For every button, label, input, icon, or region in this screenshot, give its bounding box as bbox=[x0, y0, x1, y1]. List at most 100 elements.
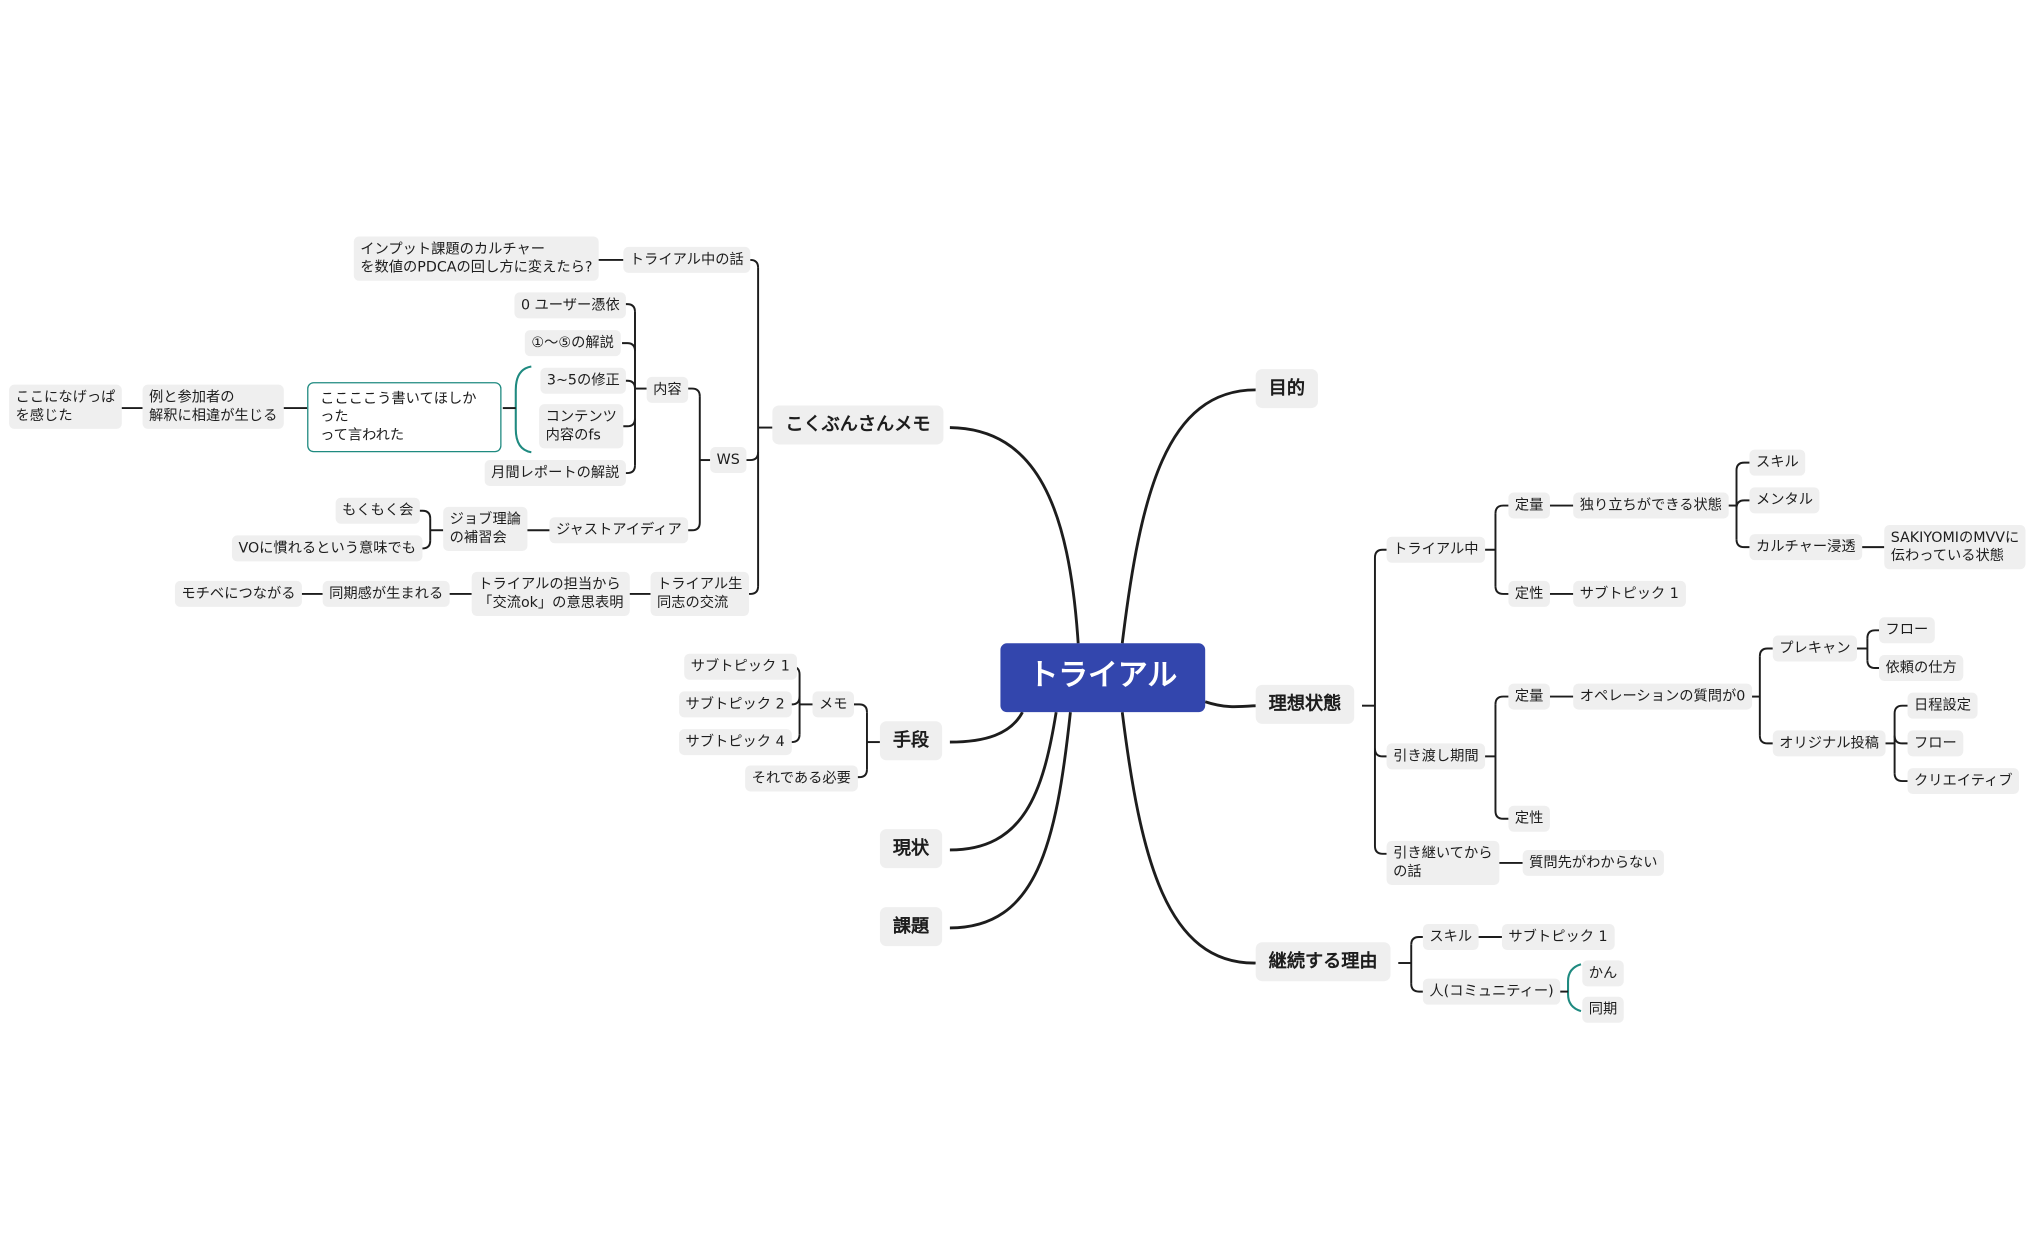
link-kokubun-leg-1 bbox=[746, 452, 760, 462]
link-naiyo-leg-4 bbox=[622, 465, 636, 475]
branch-mokuteki bbox=[1120, 388, 1256, 644]
branch-kadai bbox=[949, 712, 1072, 930]
topic-keizoku[interactable]: 継続する理由 bbox=[1255, 942, 1391, 982]
node-hikiwatashi[interactable]: 引き渡し期間 bbox=[1386, 743, 1486, 770]
link-operation-leg-0 bbox=[1758, 647, 1773, 657]
node-precan[interactable]: プレキャン bbox=[1772, 635, 1858, 662]
node-exchange[interactable]: トライアル生 同志の交流 bbox=[650, 571, 749, 617]
node-hitoridachi[interactable]: 独り立ちができる状態 bbox=[1573, 492, 1729, 519]
node-naiyo-item-2[interactable]: 3~5の修正 bbox=[540, 367, 627, 394]
node-input-kadai[interactable]: インプット課題のカルチャー を数値のPDCAの回し方に変えたら? bbox=[353, 236, 599, 281]
link-hitoridachi-leg-2 bbox=[1735, 539, 1750, 549]
link-hikiwatashi-leg-0 bbox=[1494, 695, 1509, 705]
node-mokumoku[interactable]: もくもく会 bbox=[335, 497, 420, 524]
node-memo[interactable]: メモ bbox=[812, 691, 854, 718]
link-job-theory-leg-0 bbox=[417, 509, 432, 519]
boundary-note[interactable]: ここここう書いてほしかった って言われた bbox=[307, 382, 502, 453]
link-precan-leg-0 bbox=[1866, 629, 1880, 639]
link-hitoridachi-leg-1 bbox=[1735, 499, 1750, 509]
topic-shudan[interactable]: 手段 bbox=[879, 721, 943, 761]
link-trial-naka-leg-1 bbox=[1494, 586, 1509, 595]
branch-riso bbox=[1204, 700, 1256, 709]
link-memo-leg-1 bbox=[786, 696, 801, 706]
node-precan-irai[interactable]: 依頼の仕方 bbox=[1879, 654, 1964, 681]
link-ws-leg-0 bbox=[688, 387, 701, 397]
topic-riso[interactable]: 理想状態 bbox=[1255, 684, 1355, 724]
link-naiyo-leg-2 bbox=[622, 379, 636, 389]
link-operation-leg-1 bbox=[1758, 735, 1773, 745]
link-memo-leg-2 bbox=[786, 734, 801, 744]
node-operation[interactable]: オペレーションの質問が0 bbox=[1573, 683, 1752, 710]
link-original-leg-0 bbox=[1893, 704, 1908, 714]
branch-keizoku bbox=[1120, 712, 1256, 965]
node-trial-talk[interactable]: トライアル中の話 bbox=[623, 246, 751, 273]
node-trial-naka[interactable]: トライアル中 bbox=[1386, 536, 1485, 563]
node-original-creative[interactable]: クリエイティブ bbox=[1907, 768, 2020, 795]
node-job-theory[interactable]: ジョブ理論 の補習会 bbox=[443, 506, 528, 552]
node-question-dest[interactable]: 質問先がわからない bbox=[1522, 849, 1664, 876]
link-hikiwatashi-leg-1 bbox=[1494, 810, 1509, 820]
node-naiyo-item-4[interactable]: 月間レポートの解説 bbox=[484, 460, 626, 487]
node-keizoku-skill[interactable]: スキル bbox=[1422, 924, 1479, 951]
node-mental[interactable]: メンタル bbox=[1749, 487, 1820, 514]
link-keizoku-leg-0 bbox=[1410, 936, 1423, 945]
node-original-flow[interactable]: フロー bbox=[1907, 730, 1964, 757]
node-nagepa[interactable]: ここになげっぱ を感じた bbox=[9, 384, 122, 429]
node-doki-2[interactable]: 同期 bbox=[1582, 996, 1624, 1023]
link-naiyo-leg-1 bbox=[622, 342, 636, 351]
node-culture[interactable]: カルチャー浸透 bbox=[1749, 534, 1863, 561]
node-keizoku-subtopic[interactable]: サブトピック 1 bbox=[1501, 924, 1615, 951]
node-trial-owner[interactable]: トライアルの担当から 「交流ok」の意思表明 bbox=[471, 571, 630, 617]
link-job-theory-leg-1 bbox=[417, 540, 432, 550]
node-teiryo-2[interactable]: 定量 bbox=[1508, 683, 1550, 710]
node-memo-item-1[interactable]: サブトピック 2 bbox=[679, 691, 792, 718]
link-riso-leg-1 bbox=[1373, 748, 1387, 758]
node-naiyo-item-3[interactable]: コンテンツ 内容のfs bbox=[539, 404, 624, 449]
node-after[interactable]: 引き継いてから の話 bbox=[1386, 840, 1499, 886]
branch-kokubun bbox=[949, 426, 1080, 644]
link-original-leg-1 bbox=[1893, 735, 1908, 745]
branch-genjo bbox=[949, 711, 1058, 852]
node-naiyo[interactable]: 内容 bbox=[646, 376, 689, 403]
boundary-bracket-people bbox=[1567, 963, 1582, 1013]
node-teisei-2[interactable]: 定性 bbox=[1508, 805, 1550, 832]
link-kokubun-leg-2 bbox=[746, 586, 760, 595]
node-naiyo-item-0[interactable]: 0 ユーザー憑依 bbox=[514, 292, 627, 319]
link-hitoridachi-leg-0 bbox=[1735, 461, 1750, 471]
topic-kadai[interactable]: 課題 bbox=[879, 907, 943, 947]
node-vo[interactable]: VOに慣れるという意味でも bbox=[231, 535, 423, 562]
node-skill[interactable]: スキル bbox=[1749, 449, 1806, 476]
node-mvv[interactable]: SAKIYOMIのMVVに 伝わっている状態 bbox=[1884, 525, 2026, 570]
node-interpretation-gap[interactable]: 例と参加者の 解釈に相違が生じる bbox=[142, 384, 284, 429]
node-just-idea[interactable]: ジャストアイディア bbox=[549, 517, 689, 544]
node-teisei-1[interactable]: 定性 bbox=[1508, 580, 1550, 607]
node-doki[interactable]: 同期感が生まれる bbox=[322, 580, 450, 607]
link-kokubun-leg-0 bbox=[746, 258, 760, 268]
node-kan[interactable]: かん bbox=[1582, 960, 1624, 987]
node-memo-item-2[interactable]: サブトピック 4 bbox=[679, 729, 792, 756]
node-precan-flow[interactable]: フロー bbox=[1879, 617, 1935, 644]
node-people[interactable]: 人(コミュニティー) bbox=[1422, 978, 1561, 1005]
link-original-leg-2 bbox=[1893, 773, 1908, 783]
topic-mokuteki[interactable]: 目的 bbox=[1255, 369, 1318, 409]
topic-genjo[interactable]: 現状 bbox=[879, 829, 943, 869]
node-subtopic-teisei[interactable]: サブトピック 1 bbox=[1573, 580, 1686, 607]
link-ws-leg-1 bbox=[688, 522, 701, 532]
node-need[interactable]: それである必要 bbox=[745, 765, 858, 792]
node-motive[interactable]: モチベにつながる bbox=[174, 580, 302, 607]
link-precan-leg-1 bbox=[1866, 660, 1880, 669]
node-teiryo-1[interactable]: 定量 bbox=[1508, 492, 1550, 519]
node-original-nittei[interactable]: 日程設定 bbox=[1907, 692, 1978, 719]
link-riso-leg-2 bbox=[1373, 845, 1387, 855]
topic-kokubun-memo[interactable]: こくぶんさんメモ bbox=[772, 405, 944, 445]
node-ws[interactable]: WS bbox=[710, 447, 747, 474]
link-trial-naka-leg-0 bbox=[1494, 504, 1509, 514]
link-shudan-leg-1 bbox=[853, 769, 868, 779]
node-naiyo-item-1[interactable]: ①〜⑤の解説 bbox=[524, 330, 621, 357]
root-topic[interactable]: トライアル bbox=[1000, 643, 1206, 713]
node-original[interactable]: オリジナル投稿 bbox=[1772, 730, 1886, 757]
link-shudan-leg-0 bbox=[853, 703, 868, 713]
node-memo-item-0[interactable]: サブトピック 1 bbox=[684, 653, 797, 680]
